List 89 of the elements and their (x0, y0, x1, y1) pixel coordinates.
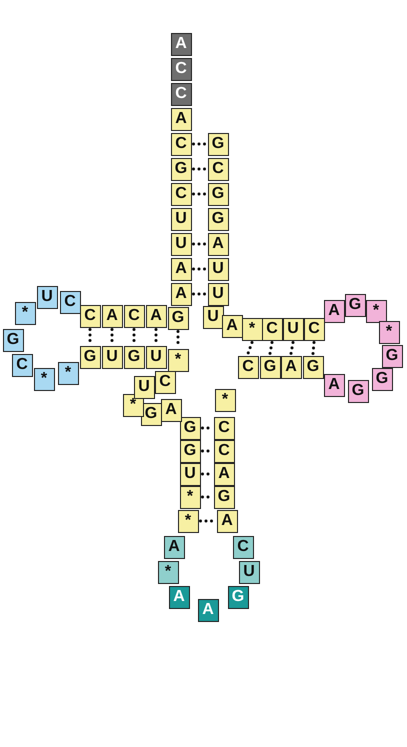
nucleotide-cell: G (260, 356, 280, 378)
base-pair-dots (290, 341, 294, 355)
nucleotide-cell: C (170, 58, 192, 80)
nucleotide-cell: A (170, 108, 192, 130)
nucleotide-cell: G (344, 294, 366, 316)
nucleotide-cell: * (34, 368, 54, 390)
nucleotide-cell: U (134, 376, 154, 398)
nucleotide-cell: C (170, 132, 192, 156)
nucleotide-cell: * (178, 510, 198, 532)
nucleotide-cell: * (180, 486, 200, 508)
nucleotide-cell: G (2, 328, 24, 352)
nucleotide-cell: U (202, 306, 224, 328)
nucleotide-cell: A (198, 598, 218, 622)
nucleotide-cell: A (170, 32, 192, 56)
nucleotide-cell: * (378, 320, 400, 344)
nucleotide-cell: A (324, 300, 344, 322)
nucleotide-cell: A (208, 232, 228, 256)
nucleotide-cell: U (102, 346, 122, 368)
nucleotide-cell: U (208, 258, 228, 280)
nucleotide-cell: A (146, 304, 166, 328)
nucleotide-cell: G (382, 344, 402, 368)
nucleotide-cell: G (348, 380, 368, 402)
nucleotide-cell: A (164, 536, 184, 558)
nucleotide-cell: C (262, 318, 282, 340)
nucleotide-cell: * (14, 302, 36, 324)
base-pair-dots (192, 168, 207, 170)
base-pair-dots (199, 520, 216, 522)
nucleotide-cell: G (170, 158, 192, 180)
nucleotide-cell: C (170, 82, 192, 106)
base-pair-dots (192, 292, 207, 296)
nucleotide-cell: G (208, 182, 228, 206)
base-pair-dots (192, 192, 207, 196)
base-pair-dots (268, 341, 274, 355)
nucleotide-cell: C (124, 304, 144, 328)
nucleotide-cell: C (304, 318, 324, 340)
nucleotide-cell: G (80, 346, 100, 368)
nucleotide-cell: * (168, 348, 188, 372)
nucleotide-cell: C (238, 356, 258, 378)
nucleotide-cell: G (302, 356, 324, 378)
nucleotide-cell: C (208, 158, 228, 180)
nucleotide-cell: C (12, 354, 32, 376)
nucleotide-cell: C (80, 304, 100, 328)
nucleotide-cell: U (282, 318, 304, 340)
base-pair-dots (88, 328, 92, 345)
base-pair-dots (192, 242, 207, 246)
base-pair-dots (132, 328, 136, 345)
nucleotide-cell: C (214, 416, 234, 440)
nucleotide-cell: A (324, 374, 344, 396)
base-pair-dots (192, 142, 207, 146)
nucleotide-cell: U (170, 208, 192, 230)
nucleotide-cell: A (160, 398, 182, 422)
nucleotide-cell: G (208, 132, 228, 156)
nucleotide-cell: A (216, 510, 238, 532)
nucleotide-cell: C (170, 182, 192, 206)
base-pair-dots (192, 268, 207, 270)
nucleotide-cell: G (180, 416, 200, 440)
nucleotide-cell: U (146, 346, 166, 368)
nucleotide-cell: * (366, 300, 386, 322)
nucleotide-cell: G (180, 440, 200, 462)
nucleotide-cell: U (170, 232, 192, 256)
nucleotide-cell: C (60, 290, 80, 314)
base-pair-dots (312, 341, 316, 355)
nucleotide-cell: A (214, 462, 234, 486)
nucleotide-cell: A (168, 586, 190, 608)
nucleotide-cell: * (58, 362, 78, 384)
nucleotide-cell: * (242, 318, 262, 340)
nucleotide-cell: G (228, 586, 248, 608)
base-pair-dots (110, 328, 114, 345)
nucleotide-cell: C (232, 536, 254, 558)
nucleotide-cell: A (170, 282, 192, 306)
nucleotide-cell: G (124, 346, 144, 368)
nucleotide-cell: C (154, 370, 176, 394)
nucleotide-cell: G (168, 306, 188, 330)
base-pair-dots (154, 328, 158, 345)
nucleotide-cell: A (280, 356, 302, 378)
base-pair-dots (246, 341, 254, 355)
nucleotide-cell: * (214, 388, 236, 412)
nucleotide-cell: A (102, 304, 122, 328)
nucleotide-cell: A (170, 258, 192, 280)
nucleotide-cell: C (214, 440, 234, 462)
nucleotide-cell: A (222, 314, 242, 338)
nucleotide-cell: U (208, 282, 228, 306)
nucleotide-cell: U (36, 286, 58, 308)
nucleotide-cell: U (180, 462, 200, 486)
nucleotide-cell: G (208, 208, 228, 230)
nucleotide-cell: * (158, 560, 178, 584)
nucleotide-cell: U (238, 560, 260, 584)
nucleotide-cell: G (214, 486, 234, 508)
nucleotide-cell: G (372, 368, 392, 390)
